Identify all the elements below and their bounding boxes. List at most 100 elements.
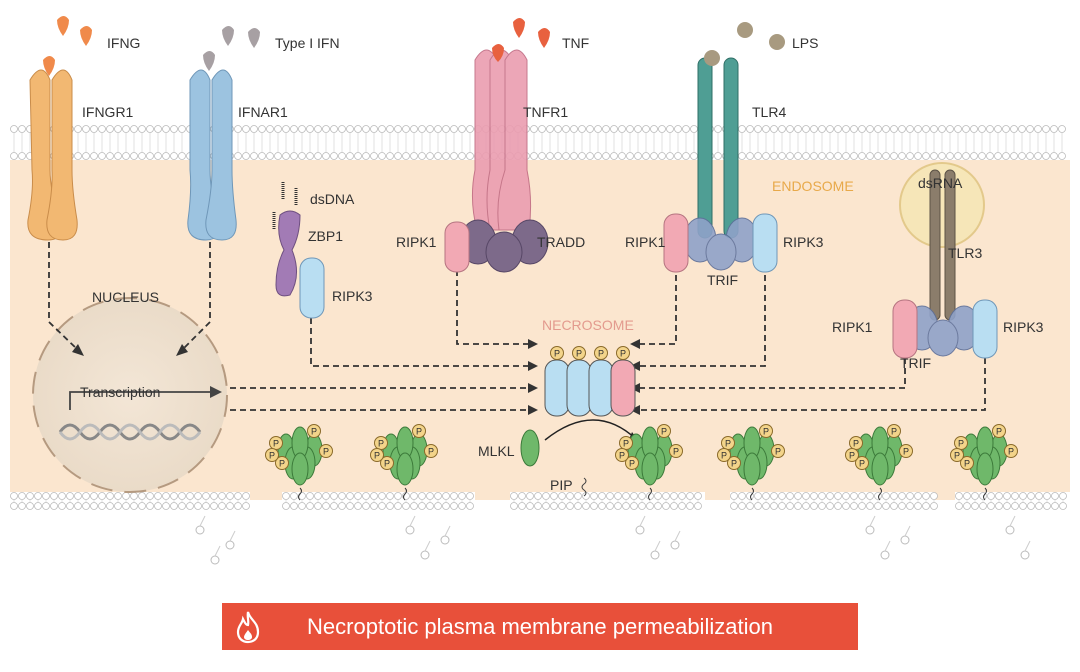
lipid-head — [402, 125, 410, 133]
phosphate-label: P — [311, 427, 317, 437]
lipid-tail — [639, 515, 646, 527]
lipid-head — [610, 152, 618, 160]
lipid-head — [1042, 152, 1050, 160]
phosphate-label: P — [1008, 447, 1014, 457]
lipid-tail — [199, 515, 206, 527]
lipid-head — [458, 502, 466, 510]
lipid-head — [1058, 152, 1066, 160]
lipid-head — [146, 152, 154, 160]
lipid-head — [106, 502, 114, 510]
phosphate-label: P — [269, 451, 275, 461]
lipid-head — [418, 125, 426, 133]
lipid-head — [810, 492, 818, 500]
phosphate-label: P — [279, 459, 285, 469]
lipid-head — [225, 540, 235, 550]
label-ripk1-tnf: RIPK1 — [396, 234, 437, 250]
lipid-head — [1019, 502, 1027, 510]
lipid-head — [971, 492, 979, 500]
lipid-head — [1042, 125, 1050, 133]
lipid-head — [818, 502, 826, 510]
lipid-head — [994, 125, 1002, 133]
phosphate-label: P — [958, 439, 964, 449]
lipid-head — [338, 502, 346, 510]
lipid-head — [770, 125, 778, 133]
lipid-head — [450, 125, 458, 133]
lipid-head — [18, 152, 26, 160]
lipid-head — [266, 125, 274, 133]
lipid-head — [1035, 492, 1043, 500]
lipid-head — [566, 492, 574, 500]
lipid-head — [450, 492, 458, 500]
lipid-head — [170, 152, 178, 160]
phosphate-label: P — [629, 459, 635, 469]
lipid-head — [534, 492, 542, 500]
zbp1 — [275, 210, 301, 297]
lipid-head — [730, 502, 738, 510]
lipid-head — [510, 502, 518, 510]
lipid-head — [434, 492, 442, 500]
lipid-head — [250, 125, 258, 133]
phosphate-icon — [319, 444, 333, 458]
label-tnf: TNF — [562, 35, 589, 51]
lipid-tail — [654, 540, 661, 552]
lipid-head — [322, 125, 330, 133]
necrosome — [544, 359, 640, 443]
lipid-head — [26, 492, 34, 500]
lipid-head — [938, 152, 946, 160]
lipid-head — [614, 502, 622, 510]
lipid-head — [786, 125, 794, 133]
lipid-head — [826, 492, 834, 500]
lipid-head — [842, 125, 850, 133]
lipid-tail — [409, 515, 416, 527]
lipid-head — [242, 152, 250, 160]
banner-text: Necroptotic plasma membrane permeabiliza… — [307, 613, 773, 639]
lipid-head — [546, 125, 554, 133]
lipid-head — [106, 152, 114, 160]
lipid-head — [50, 492, 58, 500]
lipid-head — [558, 492, 566, 500]
lipid-head — [955, 492, 963, 500]
phosphate-label: P — [763, 427, 769, 437]
ripk1-tlr4 — [663, 213, 689, 273]
lipid-head — [434, 502, 442, 510]
phosphate-icon — [380, 456, 394, 470]
lipid-head — [662, 502, 670, 510]
lipid-head — [922, 492, 930, 500]
lipid-head — [762, 152, 770, 160]
lipid-bilayer — [282, 492, 475, 510]
lipid-head — [658, 152, 666, 160]
lipid-head — [402, 152, 410, 160]
lipid-head — [314, 152, 322, 160]
phosphate-label: P — [859, 459, 865, 469]
lipid-head — [138, 152, 146, 160]
lipid-head — [906, 152, 914, 160]
lipid-head — [882, 125, 890, 133]
phosphate-icon — [412, 424, 426, 438]
label-ifng: IFNG — [107, 35, 140, 51]
lipid-head — [754, 502, 762, 510]
lipid-head — [542, 502, 550, 510]
label-dsrna: dsRNA — [918, 175, 963, 191]
lipid-head — [770, 152, 778, 160]
lipid-head — [354, 492, 362, 500]
lipid-head — [826, 152, 834, 160]
lipid-head — [1050, 125, 1058, 133]
lipid-head — [34, 492, 42, 500]
phosphate-label: P — [891, 427, 897, 437]
lipid-head — [420, 550, 430, 560]
lipid-head — [930, 492, 938, 500]
lipid-head — [418, 152, 426, 160]
lipid-head — [378, 152, 386, 160]
lipid-head — [82, 502, 90, 510]
phosphate-icon — [657, 424, 671, 438]
phosphate-icon — [550, 346, 564, 360]
phosphate-label: P — [623, 439, 629, 449]
lipid-head — [922, 152, 930, 160]
lipid-head — [74, 502, 82, 510]
lipid-head — [906, 492, 914, 500]
lipid-head — [210, 502, 218, 510]
lipid-head — [1051, 492, 1059, 500]
lipid-head — [418, 492, 426, 500]
mlkl-subunit — [871, 452, 889, 486]
lipid-bilayer — [730, 492, 938, 510]
